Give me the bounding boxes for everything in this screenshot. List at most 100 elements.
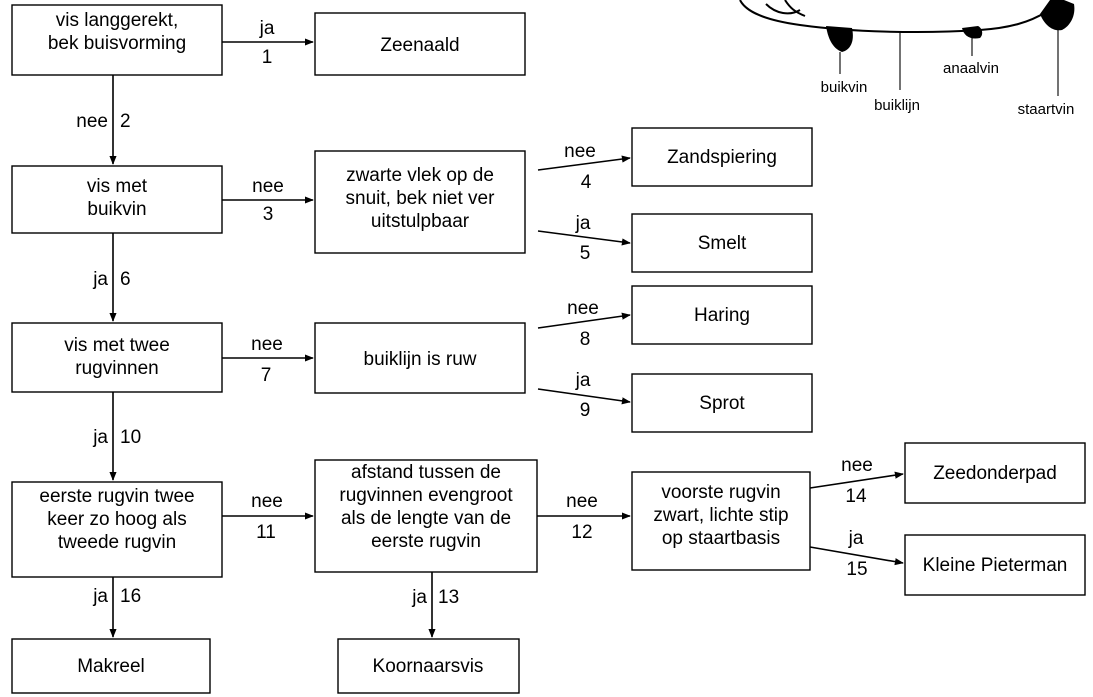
line-0: voorste rugvin [661,482,780,503]
edge-13-number: 13 [438,587,459,608]
node-zeedonderpad: Zeedonderpad [904,442,1086,504]
line-0: Zeenaald [380,35,459,56]
edge-16-number: 16 [120,586,141,607]
edge-2-number: 2 [120,111,131,132]
edge-15-number: 15 [846,559,867,580]
edge-4-answer: nee [564,141,596,162]
edge-12-number: 12 [571,522,592,543]
edge-6-number: 6 [120,269,131,290]
line-1: snuit, bek niet ver [346,188,496,209]
arrow-5 [537,230,631,246]
node-zeedonderpad-text: Zeedonderpad [933,463,1057,484]
line-0: Smelt [698,233,747,254]
edge-5-number: 5 [580,243,591,264]
line-2: op staartbasis [662,528,780,549]
line-1: bek buisvorming [48,33,186,54]
node-smelt-text: Smelt [698,233,747,254]
line-0: Haring [694,305,750,326]
edge-13-answer: ja [411,587,427,608]
edge-8-answer: nee [567,298,599,319]
edge-1-answer: ja [259,18,275,39]
line-1: rugvinnen evengroot [339,485,513,506]
edge-3-number: 3 [263,204,274,225]
node-q1: vis langgerekt,bek buisvorming [11,4,223,76]
node-haring: Haring [631,285,813,345]
fish-label-buikvin: buikvin [821,79,868,96]
node-kleine-pieterman-text: Kleine Pieterman [923,555,1068,576]
line-1: rugvinnen [75,358,158,379]
edge-3-answer: nee [252,176,284,197]
edge-11-answer: nee [251,491,283,512]
node-zandspiering-text: Zandspiering [667,147,777,168]
edge-7-answer: nee [251,334,283,355]
line-0: vis met twee [64,335,170,356]
edge-6-answer: ja [92,269,108,290]
edge-16-answer: ja [92,586,108,607]
line-0: Koornaarsvis [373,656,484,677]
arrow-4 [537,155,631,171]
node-zeenaald: Zeenaald [314,12,526,76]
line-2: tweede rugvin [58,532,176,553]
fish-label-buiklijn: buiklijn [874,97,920,114]
node-q5-text: buiklijn is ruw [364,349,477,370]
edge-10-number: 10 [120,427,141,448]
edge-7-number: 7 [261,365,272,386]
node-haring-text: Haring [694,305,750,326]
edge-2-answer: nee [76,111,108,132]
arrow-9 [537,388,631,405]
fish-label-anaalvin: anaalvin [943,60,999,77]
node-kleine-pieterman: Kleine Pieterman [904,534,1086,596]
line-2: uitstulpbaar [371,211,470,232]
edge-12-answer: nee [566,491,598,512]
edge-1-number: 1 [262,47,273,68]
line-0: Zeedonderpad [933,463,1057,484]
arrow-15 [809,546,904,566]
tail-fin-shape [1040,0,1075,31]
pelvic-fin-shape [826,26,853,52]
line-0: vis langgerekt, [56,10,179,31]
edge-4-number: 4 [581,172,592,193]
fish-body-outline [739,0,1063,34]
edge-14-number: 14 [845,486,867,507]
line-0: afstand tussen de [351,462,501,483]
node-sprot: Sprot [631,373,813,433]
arrow-8 [537,312,631,329]
line-0: Zandspiering [667,147,777,168]
line-0: Kleine Pieterman [923,555,1068,576]
edge-5-answer: ja [575,213,591,234]
line-0: Sprot [699,393,745,414]
edge-10-answer: ja [92,427,108,448]
edge-8-number: 8 [580,329,591,350]
node-q1-text: vis langgerekt,bek buisvorming [48,10,186,54]
line-0: buiklijn is ruw [364,349,477,370]
edge-15-answer: ja [848,528,864,549]
fish-label-staartvin: staartvin [1018,101,1075,118]
arrow-14 [809,471,904,489]
line-0: vis met [87,176,148,197]
line-1: keer zo hoog als [47,509,186,530]
edge-14-answer: nee [841,455,873,476]
fish-gill-detail [765,0,806,17]
node-zandspiering: Zandspiering [631,127,813,187]
edge-labels: ja 1 nee 3 nee 4 ja 5 nee 7 nee 8 ja 9 n… [76,18,873,608]
node-sprot-text: Sprot [699,393,745,414]
line-1: buikvin [87,199,146,220]
edge-9-number: 9 [580,400,591,421]
line-0: eerste rugvin twee [39,486,194,507]
node-makreel: Makreel [11,638,211,694]
node-koornaarsvis-text: Koornaarsvis [373,656,484,677]
edge-11-number: 11 [256,522,276,543]
node-q5: buiklijn is ruw [314,322,526,394]
